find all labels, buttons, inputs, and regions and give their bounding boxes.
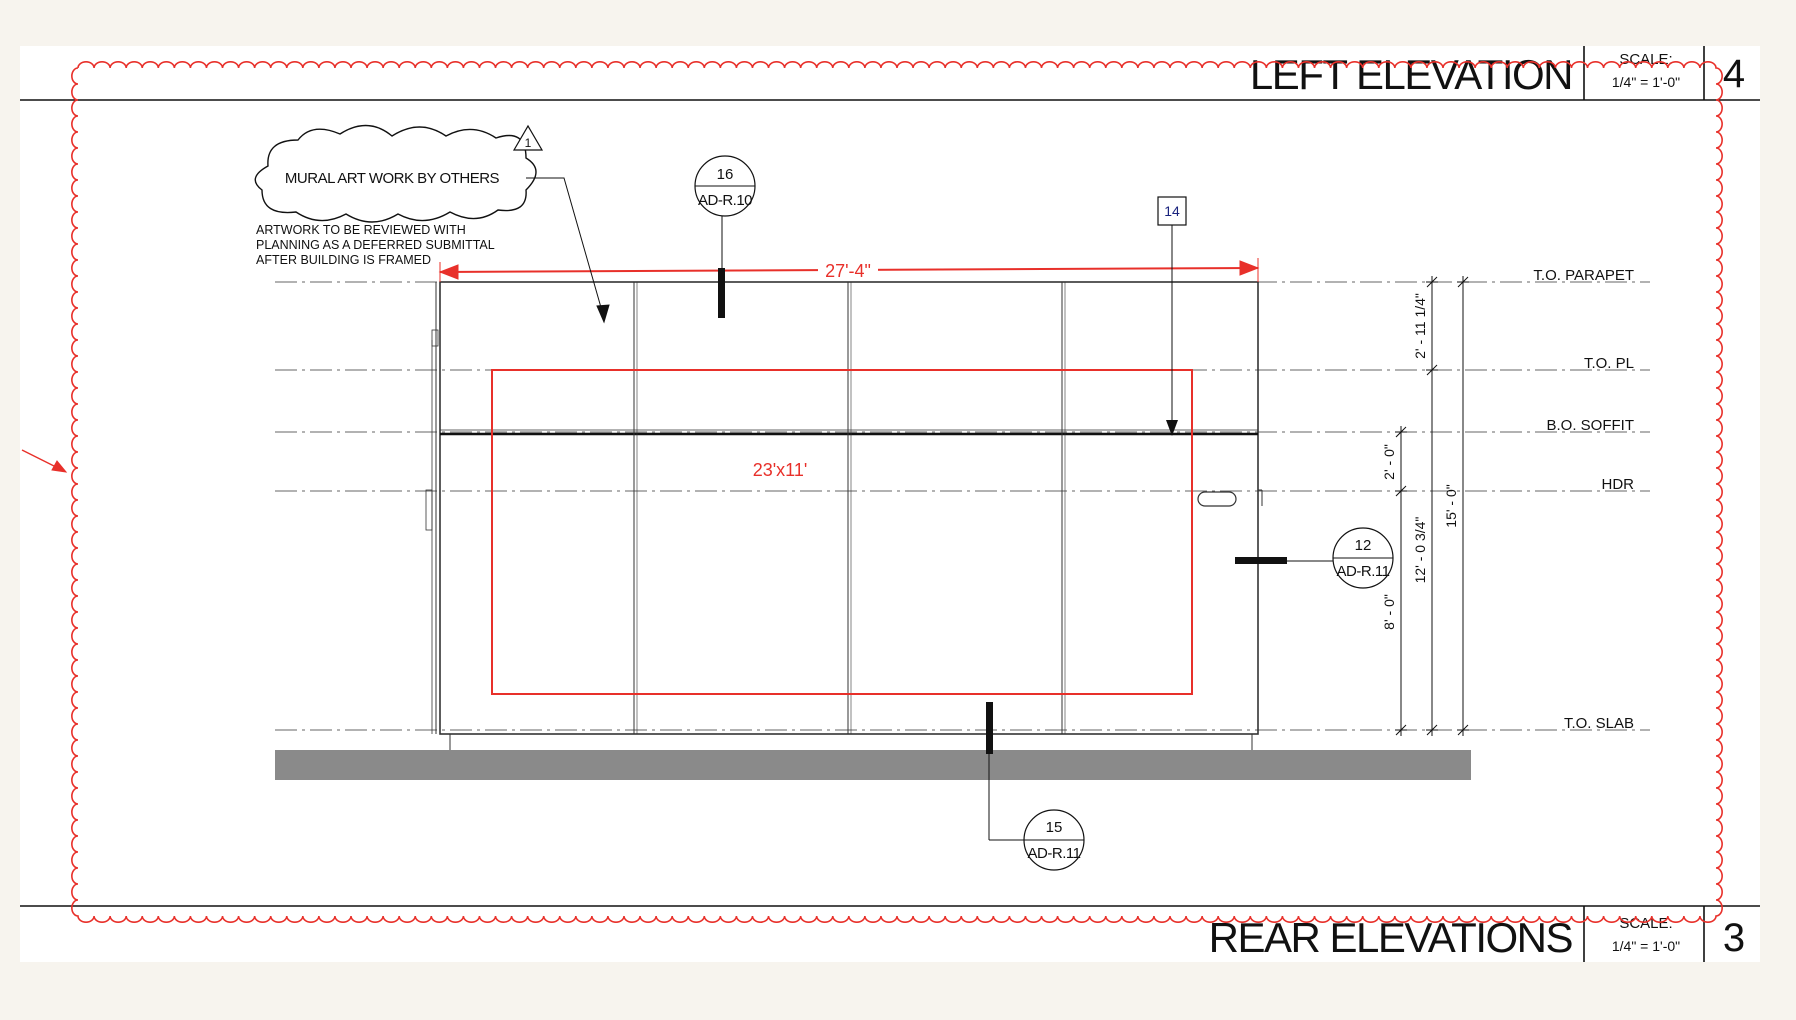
dimension-text-mask — [818, 258, 878, 280]
revision-note-line-2: PLANNING AS A DEFERRED SUBMITTAL — [256, 238, 495, 252]
level-label-hdr: HDR — [1602, 476, 1635, 493]
dim-slab-to-pl: 12' - 0 3/4" — [1412, 517, 1428, 584]
revision-note-line-3: AFTER BUILDING IS FRAMED — [256, 253, 431, 267]
revision-cloud-border — [71, 61, 1723, 923]
section-16-sheet: AD-R.10 — [698, 192, 752, 209]
level-label-slab: T.O. SLAB — [1564, 715, 1634, 732]
dim-slab-to-hdr: 8' - 0" — [1381, 594, 1397, 630]
scale-label-top: SCALE: — [1619, 51, 1672, 68]
revision-note-line-1: ARTWORK TO BE REVIEWED WITH — [256, 223, 466, 237]
revision-pointer-arrow — [21, 449, 68, 473]
title-block-bottom — [20, 905, 1760, 962]
ground-slab — [275, 750, 1471, 780]
drawing-number-bottom: 3 — [1723, 916, 1745, 960]
dim-overall-height: 15' - 0" — [1443, 484, 1459, 527]
cloud-leader — [526, 177, 610, 324]
section-16-number: 16 — [717, 166, 734, 183]
mural-width-label: 27'-4" — [825, 261, 871, 281]
dim-soffit-to-hdr: 2' - 0" — [1381, 444, 1397, 480]
keynote-tag-14[interactable] — [1157, 196, 1187, 436]
scale-value-top: 1/4" = 1'-0" — [1612, 74, 1680, 90]
mural-area-outline — [491, 369, 1193, 695]
section-callout-12[interactable] — [1235, 527, 1394, 589]
cloud-note-label: MURAL ART WORK BY OTHERS — [285, 170, 500, 187]
section-12-number: 12 — [1355, 537, 1372, 554]
section-15-sheet: AD-R.11 — [1028, 845, 1081, 862]
revision-cloud-path — [71, 61, 1723, 923]
building-elevation — [425, 281, 1263, 750]
drawing-number-top: 4 — [1723, 52, 1745, 96]
level-label-pl: T.O. PL — [1584, 355, 1634, 372]
section-12-sheet: AD-R.11 — [1337, 563, 1390, 580]
revision-delta-number: 1 — [525, 136, 532, 150]
revision-cloud-note — [254, 124, 537, 223]
vertical-dimensions — [1395, 276, 1469, 736]
section-callout-16[interactable] — [694, 155, 756, 318]
section-15-number: 15 — [1046, 819, 1063, 836]
level-label-soffit: B.O. SOFFIT — [1546, 417, 1634, 434]
level-label-parapet: T.O. PARAPET — [1533, 267, 1634, 284]
scale-label-bottom: SCALE: — [1619, 915, 1672, 932]
drawing-title-top: LEFT ELEVATION — [1250, 51, 1572, 98]
title-block-top — [20, 46, 1760, 101]
keynote-14-number: 14 — [1164, 203, 1180, 219]
revision-delta-1: 1 — [512, 124, 544, 151]
mural-size-label: 23'x11' — [753, 460, 808, 480]
scale-value-bottom: 1/4" = 1'-0" — [1612, 938, 1680, 954]
section-callout-15[interactable] — [986, 702, 1085, 871]
dim-parapet-height: 2' - 11 1/4" — [1412, 293, 1428, 359]
